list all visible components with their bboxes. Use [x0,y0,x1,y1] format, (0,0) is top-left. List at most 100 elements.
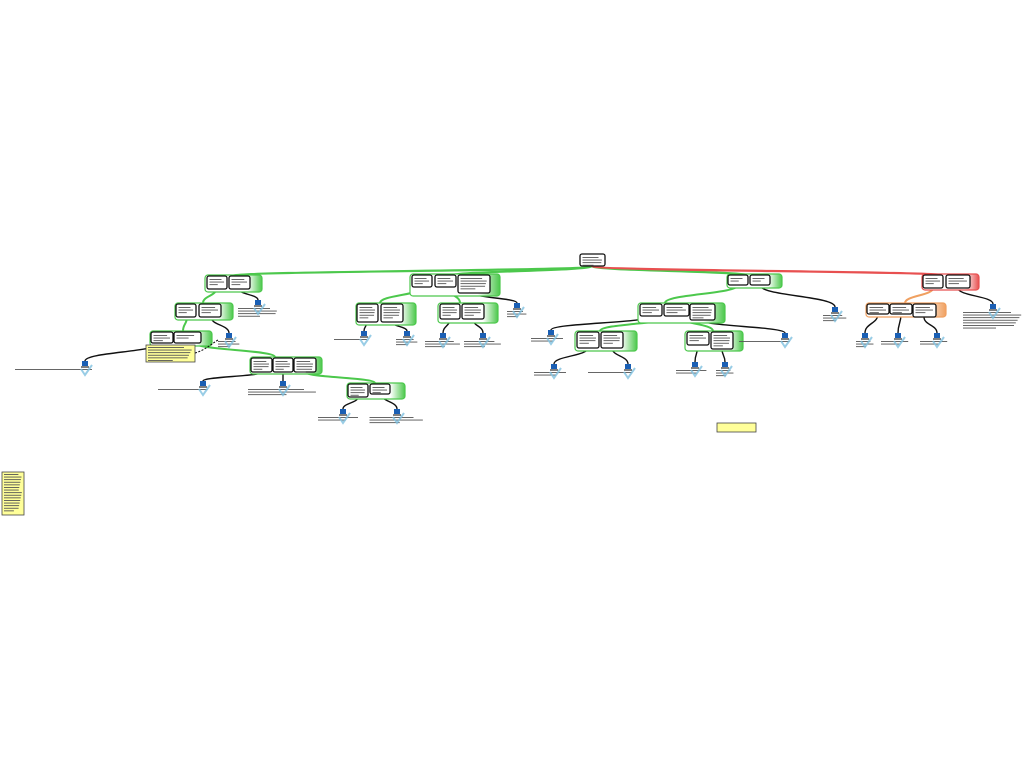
reason-group-support[interactable] [726,273,783,289]
claim-box[interactable] [922,274,944,289]
claim-box-frame[interactable] [369,383,391,395]
text-line [437,280,454,282]
claim-box[interactable] [663,303,690,317]
claim-box[interactable] [710,331,734,350]
claim-box[interactable] [380,303,404,323]
note-frame[interactable] [1,471,25,516]
claim-box[interactable] [198,303,222,318]
reason-group-support[interactable] [574,330,638,352]
evidence-leaf[interactable] [881,333,909,349]
source-icon [832,307,838,312]
text-line [383,312,400,314]
evidence-leaf[interactable] [158,381,211,397]
claim-box[interactable] [173,331,202,344]
claim-box[interactable] [439,303,461,320]
evidence-leaf[interactable] [507,303,527,319]
claim-box-frame[interactable] [173,331,202,344]
evidence-leaf[interactable] [334,331,372,347]
reason-group-support[interactable] [204,274,263,293]
evidence-leaf[interactable] [963,304,1022,329]
note-inline[interactable] [145,339,219,363]
claim-box[interactable] [889,303,913,315]
claim-box[interactable] [686,331,710,346]
claim-box[interactable] [228,275,251,290]
claim-box[interactable] [411,274,433,288]
evidence-leaf[interactable] [676,362,707,378]
note-frame[interactable] [716,422,757,433]
claim-box-frame[interactable] [576,331,600,349]
reason-group-support[interactable] [174,302,234,321]
evidence-leaf[interactable] [531,330,563,346]
claim-box-frame[interactable] [250,357,273,373]
evidence-leaf[interactable] [15,361,93,377]
claim-box[interactable] [866,303,890,315]
claim-box[interactable] [150,331,174,344]
claim-box[interactable] [293,357,317,373]
claim-box-frame[interactable] [150,331,174,344]
claim-box-frame[interactable] [439,303,461,320]
claim-box-frame[interactable] [689,303,716,321]
claim-box[interactable] [206,275,228,290]
claim-box[interactable] [727,274,749,286]
text-line [948,283,959,285]
claim-box[interactable] [250,357,273,373]
evidence-leaf[interactable] [238,300,277,317]
claim-box-frame[interactable] [461,303,485,320]
check-icon [224,336,237,349]
reason-group-support[interactable] [355,302,417,326]
evidence-leaf[interactable] [534,364,566,380]
claim-box[interactable] [272,357,294,373]
reason-group-support[interactable] [249,356,323,375]
text-line [442,309,458,311]
claim-box[interactable] [749,274,771,286]
evidence-leaf[interactable] [716,362,734,378]
evidence-leaf[interactable] [856,333,874,349]
claim-box-frame[interactable] [727,274,749,286]
evidence-leaf[interactable] [396,331,418,347]
reason-group-support[interactable] [346,382,406,400]
claim-box[interactable] [457,274,491,294]
claim-box[interactable] [912,303,937,318]
evidence-leaf[interactable] [218,333,240,349]
reason-group-support[interactable] [684,330,744,352]
evidence-leaf[interactable] [920,333,948,349]
text-line [350,389,366,391]
evidence-leaf[interactable] [425,333,460,349]
reason-group-support[interactable] [637,302,726,324]
reason-group-support[interactable] [409,273,501,297]
root-claim[interactable] [579,253,606,267]
evidence-leaf[interactable] [588,364,636,380]
evidence-leaf[interactable] [248,381,316,397]
reason-group-support[interactable] [149,330,213,347]
evidence-leaf[interactable] [739,333,793,349]
note-side[interactable] [1,471,25,516]
claim-box[interactable] [689,303,716,321]
claim-box[interactable] [434,274,457,288]
reason-group-support[interactable] [437,302,499,324]
claim-box-frame[interactable] [749,274,771,286]
claim-box-frame[interactable] [600,331,624,349]
claim-box[interactable] [600,331,624,349]
claim-box-frame[interactable] [293,357,317,373]
claim-box-frame[interactable] [889,303,913,315]
claim-box[interactable] [579,253,606,267]
note-empty[interactable] [716,422,757,433]
claim-box[interactable] [461,303,485,320]
claim-box[interactable] [369,383,391,395]
evidence-leaf[interactable] [823,307,847,323]
claim-box[interactable] [175,303,197,318]
claim-box-frame[interactable] [866,303,890,315]
reason-group-rebuttal[interactable] [865,302,947,318]
claim-box[interactable] [639,303,663,317]
evidence-leaf[interactable] [464,333,501,349]
claim-box[interactable] [576,331,600,349]
text-line [4,476,22,478]
claim-box[interactable] [347,383,369,398]
claim-box[interactable] [356,303,379,323]
claim-box-frame[interactable] [272,357,294,373]
evidence-leaf[interactable] [318,409,358,425]
claim-box[interactable] [945,274,971,289]
evidence-leaf[interactable] [369,409,423,425]
reason-group-oppose[interactable] [921,273,980,291]
text-line [178,312,187,314]
